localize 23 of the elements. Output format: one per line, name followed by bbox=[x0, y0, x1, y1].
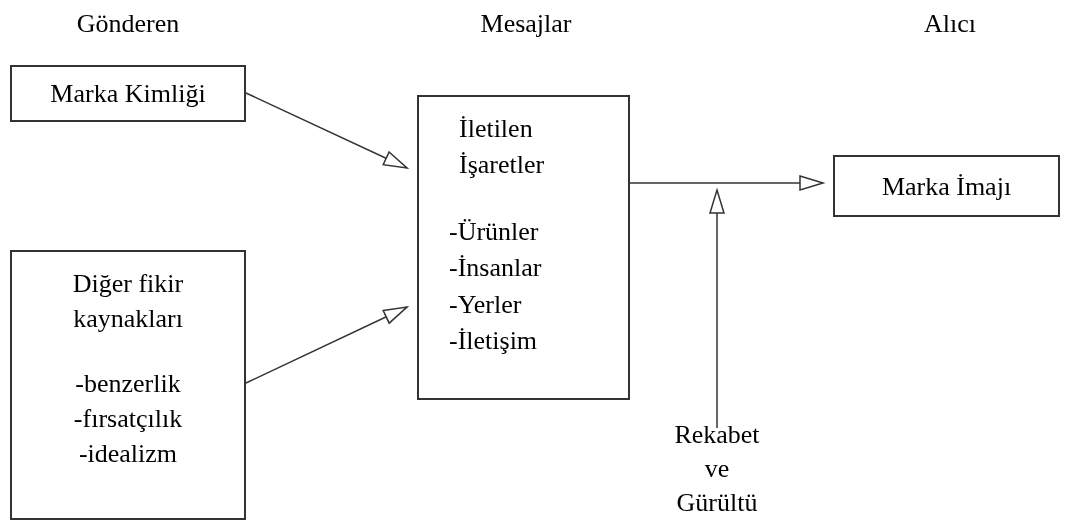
list-item: -fırsatçılık bbox=[73, 403, 183, 436]
list-item: -idealizm bbox=[78, 438, 178, 471]
node-heading: İletilen İşaretler bbox=[459, 113, 546, 182]
list-item: -Ürünler bbox=[449, 215, 539, 248]
list-item: -Yerler bbox=[449, 288, 522, 321]
list-item: -İnsanlar bbox=[449, 252, 542, 285]
arrow bbox=[245, 306, 408, 384]
column-heading: Mesajlar bbox=[480, 8, 572, 40]
arrow bbox=[629, 175, 824, 191]
node-label: Rekabet ve Gürültü bbox=[673, 419, 761, 519]
node-heading: Diğer fikir kaynakları bbox=[71, 268, 185, 336]
text-box bbox=[10, 250, 246, 520]
column-heading: Alıcı bbox=[924, 8, 976, 40]
arrow bbox=[709, 189, 725, 429]
text-box bbox=[833, 155, 1060, 217]
arrow bbox=[245, 92, 408, 169]
column-heading: Gönderen bbox=[76, 8, 180, 40]
text-box bbox=[417, 95, 630, 400]
node-label: Marka Kimliği bbox=[50, 78, 206, 110]
list-item: -İletişim bbox=[449, 324, 538, 357]
list-item: -benzerlik bbox=[75, 368, 181, 401]
text-box bbox=[10, 65, 246, 122]
node-label: Marka İmajı bbox=[881, 170, 1012, 203]
